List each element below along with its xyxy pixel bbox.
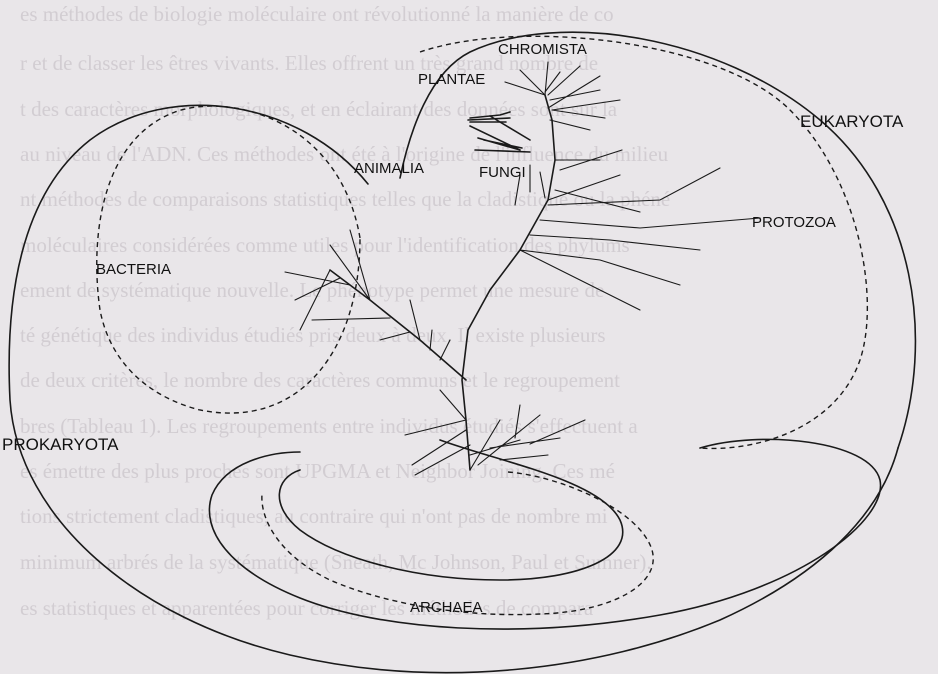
label-fungi: FUNGI <box>479 164 526 181</box>
eukaryota-outer-boundary <box>400 32 915 448</box>
label-prokaryota: PROKARYOTA <box>2 435 119 454</box>
bacteria-twigs <box>285 230 450 360</box>
central-cluster <box>468 112 510 122</box>
label-eukaryota: EUKARYOTA <box>800 112 904 131</box>
protozoa-branches <box>520 150 760 310</box>
label-bacteria: BACTERIA <box>96 261 171 278</box>
label-protozoa: PROTOZOA <box>752 214 836 231</box>
archaea-dashed-boundary <box>420 36 867 448</box>
eukaryota-dashed-boundary <box>97 106 360 413</box>
label-chromista: CHROMISTA <box>498 41 587 58</box>
label-archaea: ARCHAEA <box>410 599 483 616</box>
archaea-twigs <box>405 390 585 475</box>
label-plantae: PLANTAE <box>418 71 485 88</box>
archaea-inner-line <box>279 440 622 580</box>
bacteria-branch <box>330 270 466 380</box>
archaea-boundary <box>209 439 880 629</box>
label-animalia: ANIMALIA <box>354 160 424 177</box>
crown-branches <box>505 62 620 130</box>
prokaryota-outer-boundary <box>9 105 898 672</box>
